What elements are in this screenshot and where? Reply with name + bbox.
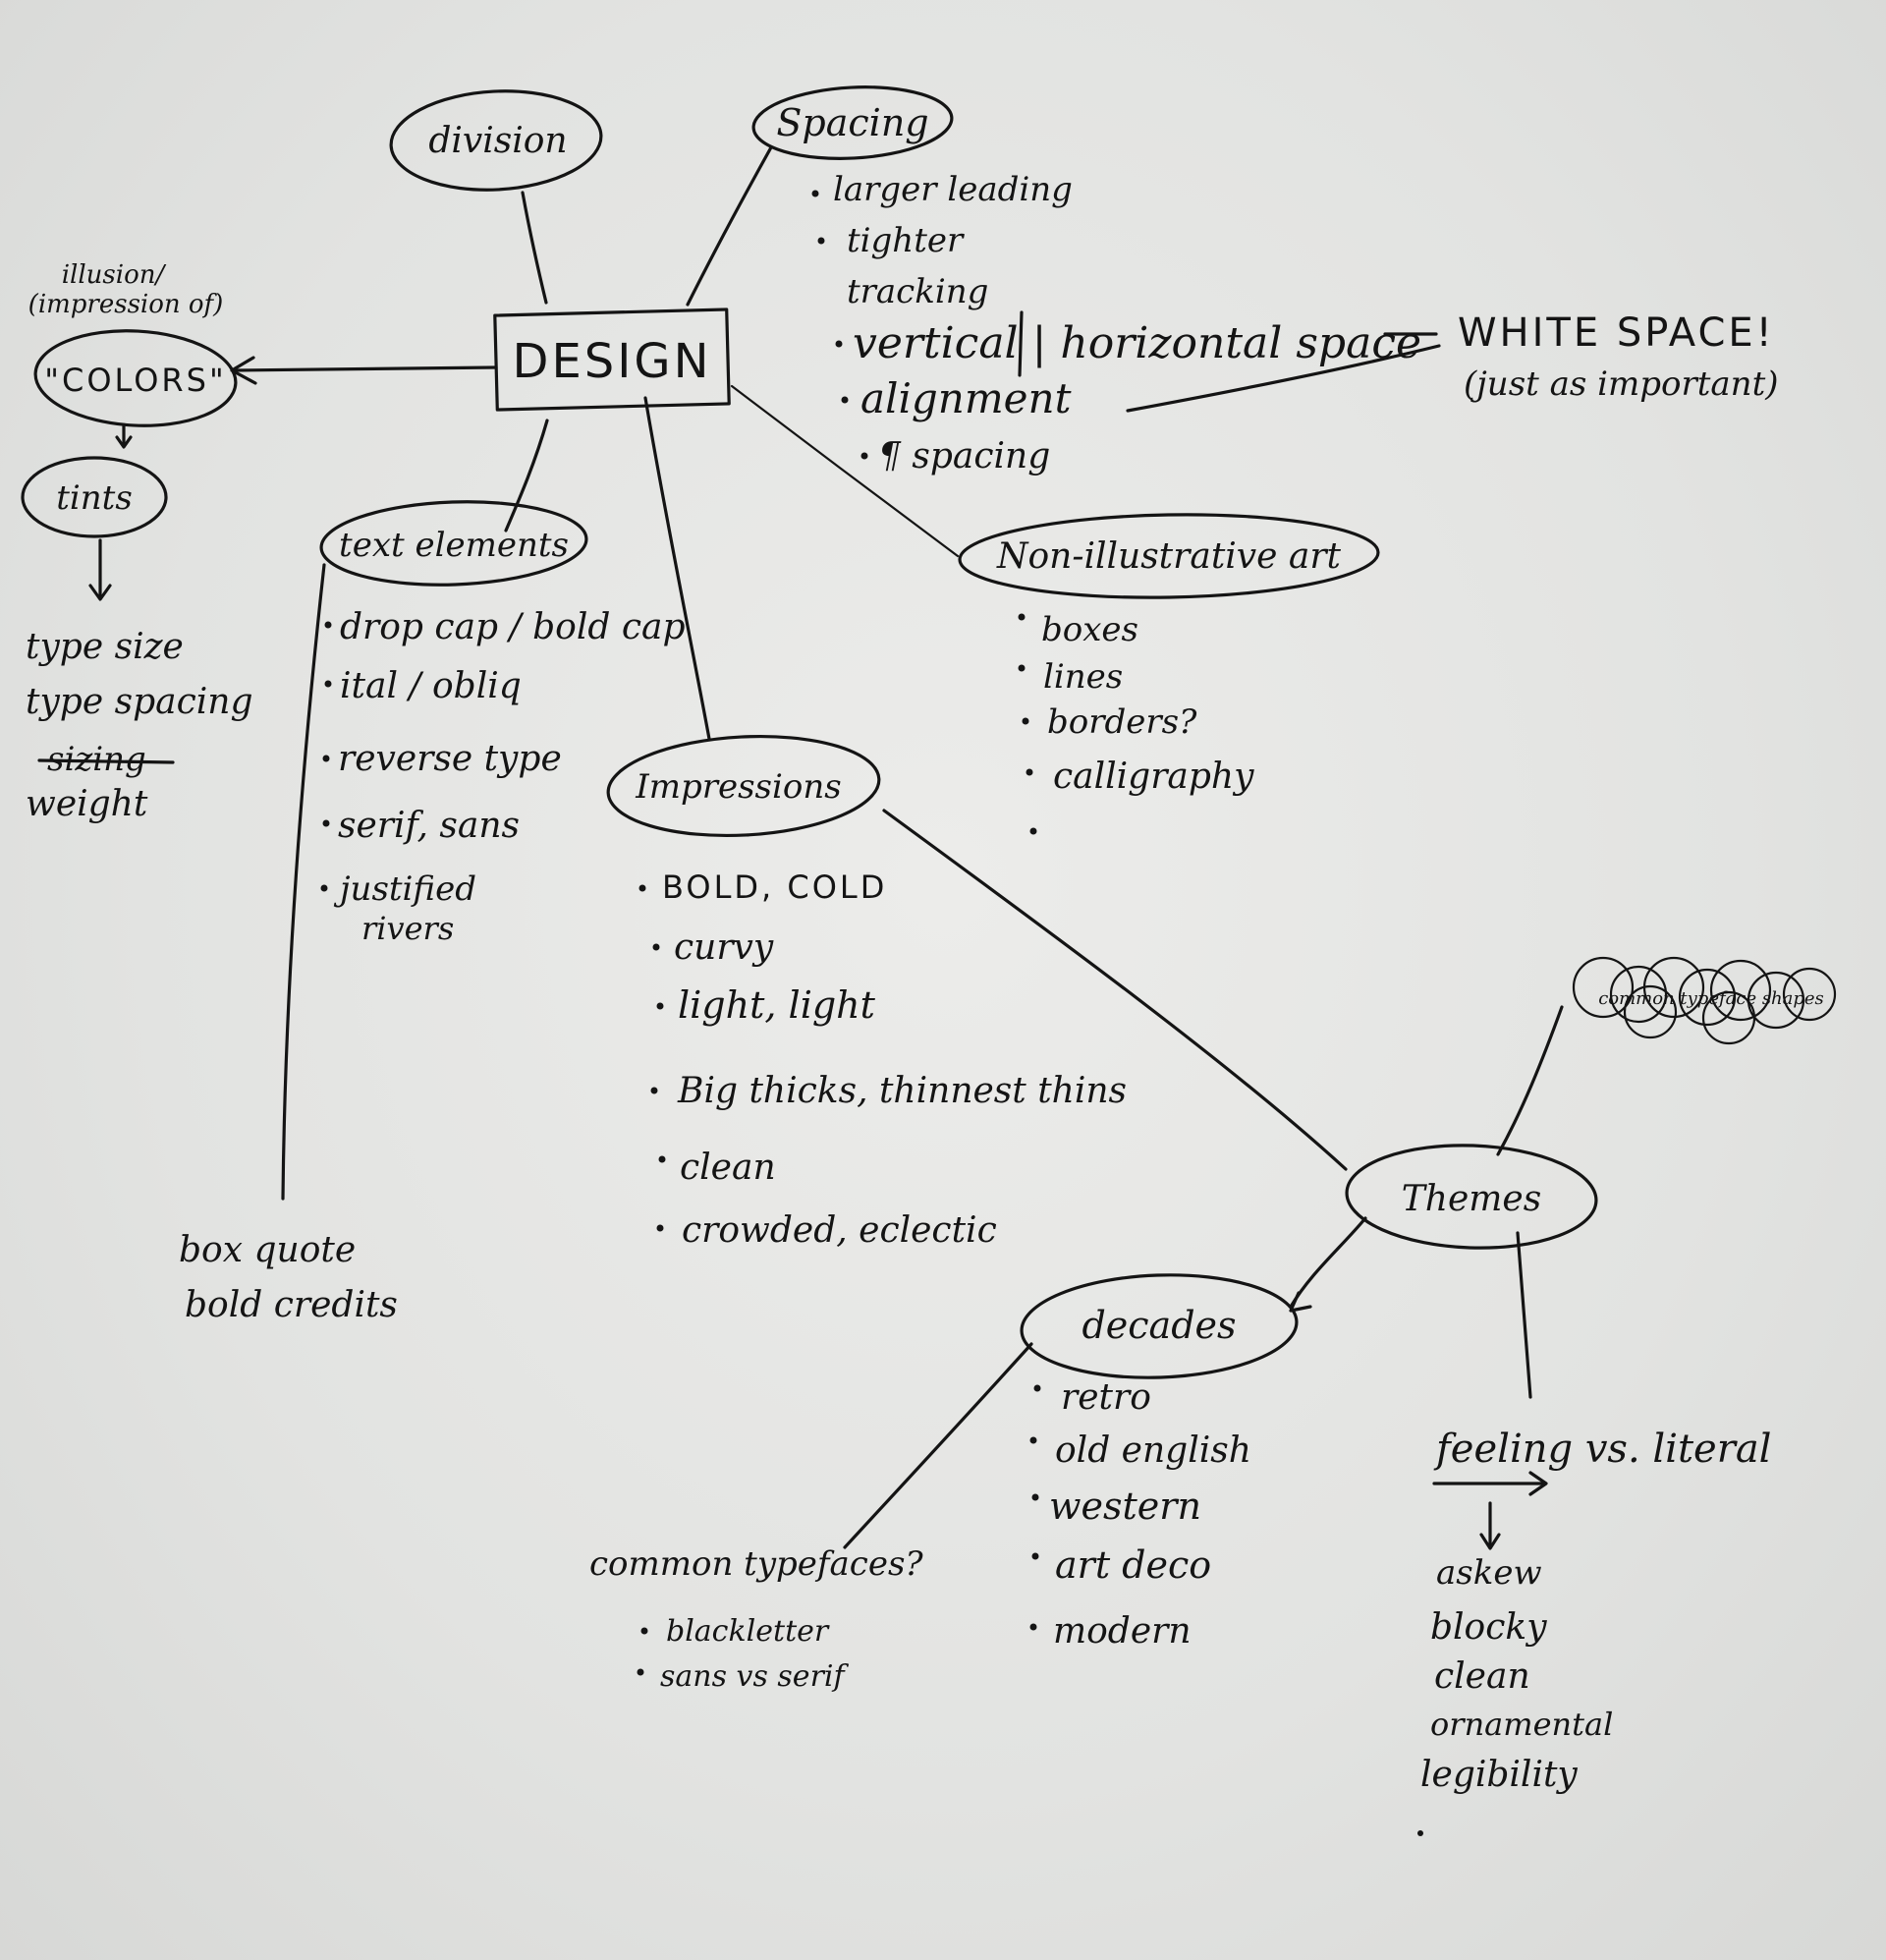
text-elements-item-5: justified xyxy=(333,869,476,909)
text-elements-item-3: reverse type xyxy=(338,739,562,779)
connectors xyxy=(88,145,1564,1550)
text-elements-item-4: serif, sans xyxy=(338,806,520,846)
colors-label: "COLORS" xyxy=(44,362,226,399)
decades-label: decades xyxy=(1082,1304,1236,1347)
colors-oval xyxy=(33,329,238,427)
themes-oval xyxy=(1345,1144,1598,1250)
common-typefaces-list: blackletter sans vs serif xyxy=(637,1614,849,1694)
impressions-oval xyxy=(606,734,881,838)
text-elements-footer-1: box quote xyxy=(179,1230,356,1270)
line-themes-decades xyxy=(1289,1216,1367,1309)
vertical-bar xyxy=(1018,310,1024,377)
spacing-item-6: ¶ spacing xyxy=(878,436,1050,476)
nonillustrative-oval xyxy=(958,513,1380,599)
decades-list: retro old english western art deco moder… xyxy=(1029,1377,1251,1652)
colors-item-1: type size xyxy=(26,627,184,667)
common-typefaces-label: common typefaces? xyxy=(589,1544,923,1584)
spacing-item-3: tracking xyxy=(847,272,988,311)
nonillustrative-item-4: calligraphy xyxy=(1053,756,1254,797)
feeling-label: feeling vs. literal xyxy=(1433,1427,1771,1472)
nonillustrative-list: boxes lines borders? calligraphy xyxy=(1018,610,1254,835)
spacing-item-2: tighter xyxy=(847,221,965,260)
design-label: DESIGN xyxy=(512,334,711,389)
colors-item-3: weight xyxy=(26,784,148,824)
line-decades-typefaces xyxy=(843,1342,1033,1549)
node-shapes xyxy=(21,85,1837,1379)
division-oval xyxy=(389,89,603,192)
decades-item-1: retro xyxy=(1061,1377,1151,1418)
decades-item-5: modern xyxy=(1053,1611,1192,1652)
line-design-text-elements xyxy=(504,419,549,532)
feeling-item-3: clean xyxy=(1434,1656,1530,1697)
text-elements-oval xyxy=(319,500,588,587)
line-impressions-themes xyxy=(882,809,1348,1171)
line-design-nonillustrative xyxy=(730,384,960,558)
line-design-division xyxy=(521,191,548,305)
themes-label: Themes xyxy=(1402,1179,1541,1219)
arrow-feeling-down-head xyxy=(1479,1533,1501,1550)
text-elements-item-1: drop cap / bold cap xyxy=(340,607,686,647)
impressions-item-1: BOLD, COLD xyxy=(662,868,887,906)
decades-item-3: western xyxy=(1049,1484,1201,1528)
spacing-list: larger leading tighter tracking vertical… xyxy=(811,170,1421,476)
strike-line xyxy=(37,758,175,764)
feeling-item-4: ornamental xyxy=(1430,1706,1613,1743)
nonillustrative-label: Non-illustrative art xyxy=(996,536,1342,577)
division-label: division xyxy=(428,121,567,161)
impressions-item-2: curvy xyxy=(674,927,774,968)
line-textelements-stem xyxy=(281,563,326,1201)
decades-oval xyxy=(1020,1273,1299,1379)
tints-oval xyxy=(21,456,168,538)
decades-item-4: art deco xyxy=(1055,1543,1211,1587)
impressions-list: BOLD, COLD curvy light, light Big thicks… xyxy=(638,868,1127,1251)
text-elements-label: text elements xyxy=(339,526,569,565)
colors-note-2: (impression of) xyxy=(28,290,224,319)
spacing-item-1: larger leading xyxy=(833,170,1073,209)
impressions-item-6: crowded, eclectic xyxy=(682,1210,997,1251)
feeling-item-1: askew xyxy=(1436,1553,1542,1593)
spacing-oval xyxy=(751,85,954,160)
spacing-label: Spacing xyxy=(776,101,928,144)
design-box xyxy=(493,308,731,412)
white-space-label: WHITE SPACE! xyxy=(1458,310,1775,356)
colors-list: type size type spacing sizing weight xyxy=(26,627,253,824)
spacing-item-4: vertical | horizontal space xyxy=(853,318,1421,368)
text-elements-footer-2: bold credits xyxy=(185,1285,398,1325)
arrow-decades-head xyxy=(1289,1291,1312,1313)
white-space-note: (just as important) xyxy=(1464,364,1779,404)
text-elements-item-2: ital / obliq xyxy=(340,666,522,706)
line-themes-feeling xyxy=(1516,1231,1532,1399)
impressions-label: Impressions xyxy=(635,767,841,807)
themes-scribble-text: common typeface shapes xyxy=(1598,988,1824,1009)
common-typefaces-item-1: blackletter xyxy=(666,1614,830,1649)
text-elements-list: drop cap / bold cap ital / obliq reverse… xyxy=(179,607,686,1325)
impressions-item-4: Big thicks, thinnest thins xyxy=(677,1071,1127,1111)
line-themes-scribble xyxy=(1496,1005,1564,1156)
line-alignment-whitespace xyxy=(1126,344,1441,413)
common-typefaces-item-2: sans vs serif xyxy=(660,1659,849,1694)
colors-note-1: illusion/ xyxy=(62,260,167,290)
line-design-spacing xyxy=(686,145,773,307)
scribble-circles xyxy=(1572,956,1837,1045)
nonillustrative-item-1: boxes xyxy=(1041,610,1138,649)
line-design-impressions xyxy=(643,396,711,741)
feeling-list: askew blocky clean ornamental legibility xyxy=(1417,1553,1613,1836)
arrow-colors-tints-head xyxy=(115,435,133,449)
feeling-item-5: legibility xyxy=(1420,1755,1578,1795)
colors-item-2: type spacing xyxy=(26,682,253,722)
impressions-item-3: light, light xyxy=(678,983,876,1027)
nonillustrative-item-3: borders? xyxy=(1047,702,1197,742)
feeling-item-2: blocky xyxy=(1430,1607,1547,1648)
text-elements-item-6: rivers xyxy=(361,910,454,947)
line-design-colors xyxy=(232,365,498,372)
decades-item-2: old english xyxy=(1055,1430,1251,1471)
arrow-tints-down-head xyxy=(88,584,112,601)
spacing-item-5: alignment xyxy=(860,374,1072,422)
arrow-feeling-right-head xyxy=(1528,1471,1548,1496)
impressions-item-5: clean xyxy=(680,1148,776,1188)
tints-label: tints xyxy=(56,478,133,518)
node-labels: DESIGN division Spacing illusion/ (impre… xyxy=(28,101,1824,1584)
nonillustrative-item-2: lines xyxy=(1043,657,1123,697)
